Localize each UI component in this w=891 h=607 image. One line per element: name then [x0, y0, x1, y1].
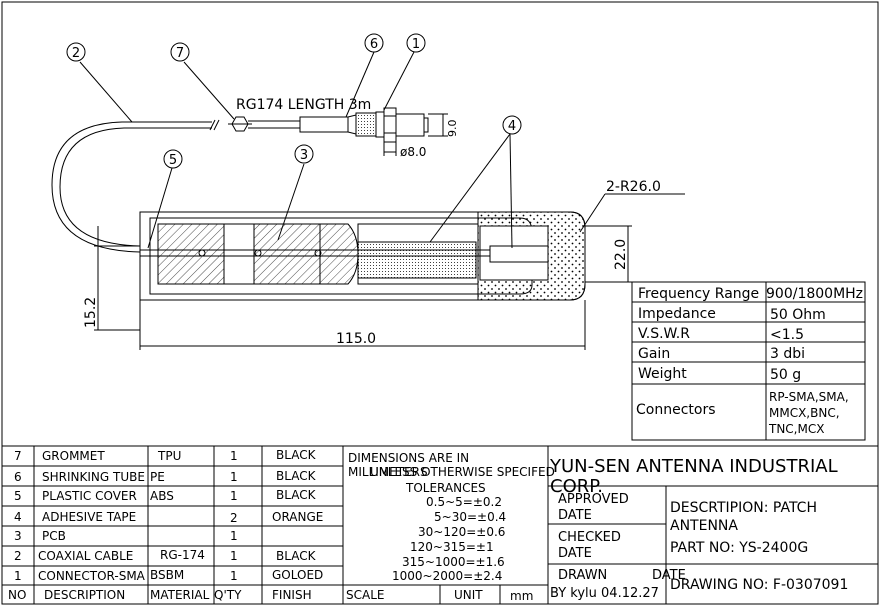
bom-material-6: PE [150, 470, 165, 484]
tolerance-line1: DIMENSIONS ARE IN [348, 451, 469, 465]
bom-desc-6: SHRINKING TUBE [42, 470, 145, 484]
bom-desc-7: GROMMET [42, 449, 105, 463]
bom-no-4: 4 [14, 510, 22, 524]
tolerance-item-6: 1000~2000=±2.4 [392, 569, 502, 583]
callout-4: 4 [508, 119, 516, 134]
spec-value-connectors-line2: MMCX,BNC, [769, 406, 840, 420]
bom-qty-1: 1 [230, 569, 238, 583]
tolerance-line2b: UNLESS OTHERWISE SPECIFED [370, 465, 555, 479]
bom-header-no: NO [8, 588, 26, 602]
bom-finish-6: BLACK [276, 469, 317, 483]
part-number: PART NO: YS-2400G [670, 540, 808, 556]
dim-housing-width: 22.0 [613, 239, 629, 270]
dim-connector-diameter: ø8.0 [400, 145, 426, 159]
callout-2: 2 [72, 46, 80, 61]
unit-label: UNIT [454, 588, 483, 602]
spec-label-weight: Weight [638, 366, 687, 382]
bom-material-1: BSBM [150, 568, 184, 582]
bom-finish-4: ORANGE [272, 510, 323, 524]
description-line2: ANTENNA [670, 518, 738, 534]
callout-5: 5 [169, 153, 177, 168]
bom-material-7: TPU [157, 449, 181, 463]
bom-qty-2: 1 [230, 549, 238, 563]
callout-6: 6 [370, 37, 378, 52]
spec-value-connectors-line3: TNC,MCX [768, 422, 824, 436]
spec-label-gain: Gain [638, 346, 670, 362]
spec-value-frequency: 900/1800MHz [766, 286, 863, 302]
tolerance-title: TOLERANCES [405, 481, 486, 495]
unit-value: mm [510, 589, 533, 603]
spec-value-gain: 3 dbi [770, 346, 805, 362]
bom-qty-7: 1 [230, 449, 238, 463]
spec-value-weight: 50 g [770, 367, 801, 383]
bom-desc-2: COAXIAL CABLE [38, 549, 133, 563]
spec-value-connectors-line1: RP-SMA,SMA, [769, 390, 849, 404]
bom-desc-4: ADHESIVE TAPE [42, 510, 136, 524]
drawn-date-label: DATE [652, 568, 686, 583]
spec-table [631, 281, 866, 441]
bom-header-qty: Q'TY [214, 588, 242, 602]
spec-label-frequency: Frequency Range [638, 286, 759, 302]
bom-no-6: 6 [14, 470, 22, 484]
approved-label: APPROVED [558, 492, 629, 507]
drawn-by: BY kylu 04.12.27 [550, 586, 659, 601]
bom-material-2: RG-174 [160, 548, 205, 562]
bom-desc-3: PCB [42, 529, 66, 543]
checked-label: CHECKED [558, 530, 621, 545]
dim-radius: 2-R26.0 [606, 179, 661, 195]
bom-material-5: ABS [150, 489, 174, 503]
bom-header-description: DESCRIPTION [44, 588, 125, 602]
bom-finish-5: BLACK [276, 488, 317, 502]
company-name-line2: CORP. [550, 476, 603, 497]
callout-1: 1 [412, 37, 420, 52]
tolerance-item-3: 30~120=±0.6 [418, 525, 505, 539]
tolerance-item-2: 5~30=±0.4 [434, 510, 506, 524]
spec-label-vswr: V.S.W.R [638, 326, 690, 342]
company-name-line1: YUN-SEN ANTENNA INDUSTRIAL [549, 456, 838, 477]
dim-offset: 15.2 [83, 297, 99, 328]
spec-value-vswr: <1.5 [770, 327, 804, 343]
tolerance-item-5: 315~1000=±1.6 [402, 555, 505, 569]
bom-no-1: 1 [14, 569, 22, 583]
bom-desc-5: PLASTIC COVER [42, 489, 137, 503]
bom-qty-3: 1 [230, 529, 238, 543]
tolerance-item-4: 120~315=±1 [410, 540, 494, 554]
drawn-label: DRAWN [558, 568, 607, 583]
bom-finish-7: BLACK [276, 448, 317, 462]
bom-qty-6: 1 [230, 470, 238, 484]
spec-label-connectors: Connectors [636, 402, 716, 418]
bom-qty-5: 1 [230, 489, 238, 503]
callout-7: 7 [176, 46, 184, 61]
callout-3: 3 [300, 148, 308, 163]
bom-finish-1: GOLOED [272, 568, 323, 582]
dim-connector-height: 9.0 [446, 120, 459, 138]
bom-no-2: 2 [14, 549, 22, 563]
bom-header-finish: FINISH [272, 588, 312, 602]
bom-qty-4: 2 [230, 511, 238, 525]
spec-label-impedance: Impedance [638, 306, 716, 322]
approved-date-label: DATE [558, 508, 592, 523]
spec-value-impedance: 50 Ohm [770, 307, 826, 323]
dim-length: 115.0 [336, 331, 376, 347]
scale-label: SCALE [346, 588, 384, 602]
cable-label: RG174 LENGTH 3m [236, 97, 371, 113]
bom-no-3: 3 [14, 529, 22, 543]
bom-header-material: MATERIAL [150, 588, 210, 602]
bom-no-5: 5 [14, 489, 22, 503]
checked-date-label: DATE [558, 546, 592, 561]
bom-desc-1: CONNECTOR-SMA [38, 569, 146, 583]
bottom-table-grid [2, 445, 878, 604]
antenna-drawing [51, 33, 685, 350]
bom-no-7: 7 [14, 449, 22, 463]
description-line1: DESCRTIPION: PATCH [670, 500, 817, 516]
drawing-number: DRAWING NO: F-0307091 [670, 577, 848, 593]
tolerance-item-1: 0.5~5=±0.2 [426, 495, 502, 509]
tolerance-line2a: MILLIMETERS [348, 465, 428, 479]
bom-finish-2: BLACK [276, 549, 317, 563]
